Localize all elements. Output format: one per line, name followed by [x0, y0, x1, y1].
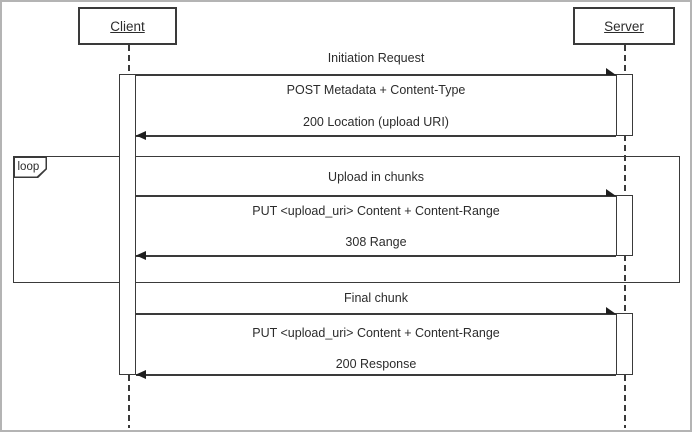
- message-label-200-response: 200 Response: [335, 357, 417, 371]
- return-line-location: [136, 135, 616, 137]
- call-line-put-final: [136, 313, 616, 315]
- loop-operator-tab: loop: [13, 156, 47, 178]
- message-label-location-response: 200 Location (upload URI): [303, 115, 449, 129]
- message-label-put-chunk: PUT <upload_uri> Content + Content-Range: [252, 204, 500, 218]
- return-arrowhead-icon: [136, 251, 146, 260]
- call-line-post-metadata: [136, 74, 616, 76]
- call-arrowhead-icon: [606, 189, 616, 196]
- call-arrowhead-icon: [606, 68, 616, 75]
- server-activation-bar-2: [616, 195, 633, 256]
- return-line-200: [136, 374, 616, 376]
- message-label-put-final: PUT <upload_uri> Content + Content-Range: [252, 326, 500, 340]
- section-title-upload-chunks: Upload in chunks: [328, 170, 424, 184]
- section-title-final-chunk: Final chunk: [344, 291, 408, 305]
- return-arrowhead-icon: [136, 131, 146, 140]
- message-label-post-metadata: POST Metadata + Content-Type: [286, 83, 466, 97]
- participant-client-label: Client: [110, 18, 145, 34]
- loop-fragment-frame: [13, 156, 680, 283]
- section-title-initiation: Initiation Request: [327, 51, 425, 65]
- participant-server-label: Server: [604, 18, 644, 34]
- call-line-put-chunk: [136, 195, 616, 197]
- server-activation-bar-1: [616, 74, 633, 136]
- message-label-308-range: 308 Range: [345, 235, 407, 249]
- participant-client: Client: [78, 7, 177, 45]
- participant-server: Server: [573, 7, 675, 45]
- loop-operator-label: loop: [14, 157, 46, 177]
- client-activation-bar: [119, 74, 136, 375]
- server-activation-bar-3: [616, 313, 633, 375]
- return-arrowhead-icon: [136, 370, 146, 379]
- call-arrowhead-icon: [606, 307, 616, 314]
- return-line-308: [136, 255, 616, 257]
